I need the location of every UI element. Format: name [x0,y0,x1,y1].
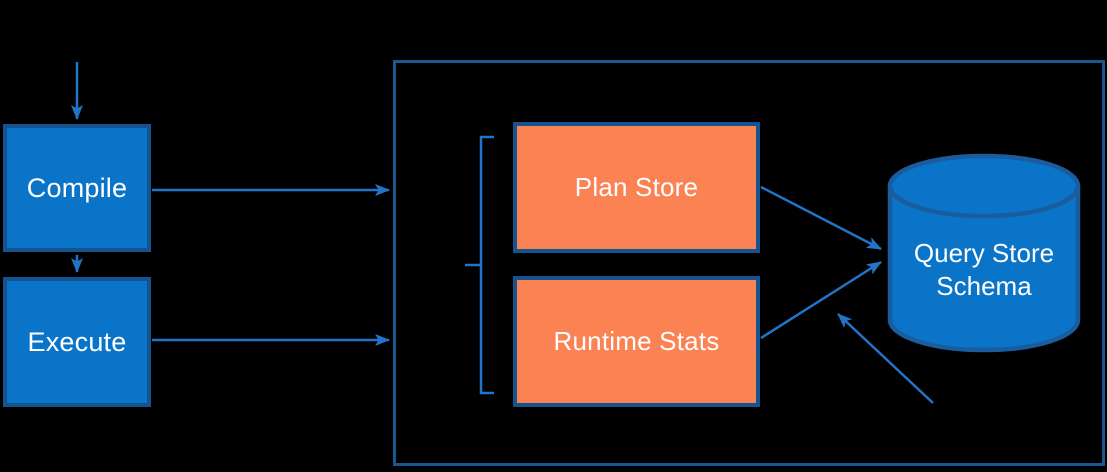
arrow-planstore-to-schema [760,185,882,251]
database-cylinder-icon [887,153,1081,353]
node-query-store-schema-label: Query Store Schema [913,238,1055,301]
node-plan-store: Plan Store [513,122,760,253]
query-store-container [393,60,1105,466]
node-runtime-stats: Runtime Stats [513,276,760,407]
node-compile: Compile [3,124,151,252]
node-compile-label: Compile [26,172,128,203]
node-execute-label: Execute [27,326,127,357]
bracket-icon [479,135,494,395]
node-runtime-stats-label: Runtime Stats [553,326,720,356]
node-plan-store-label: Plan Store [574,172,699,202]
cylinder-top [887,153,1081,219]
arrow-runtimestats-to-schema [760,260,882,340]
cylinder-body [887,186,1081,353]
node-execute: Execute [3,277,151,407]
arrow-bottom-to-schema [837,313,934,404]
